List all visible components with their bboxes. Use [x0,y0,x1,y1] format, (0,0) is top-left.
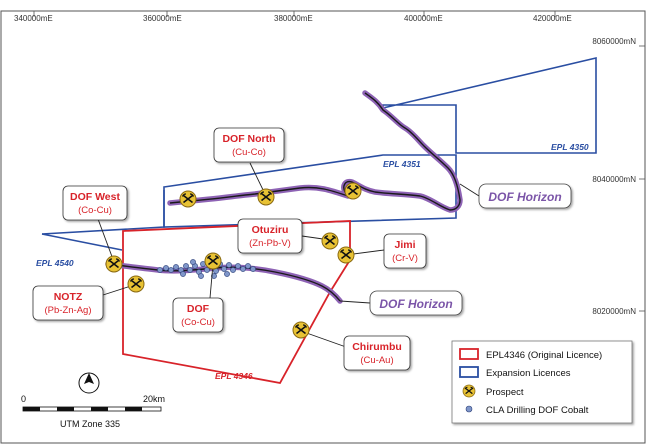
grid-ticks [33,11,645,312]
north-arrow: N [78,372,100,394]
legend-prospect-icon [462,384,476,398]
legend-swatch-original [459,348,479,360]
label-epl-4540: EPL 4540 [36,258,74,268]
callout-chirumbu: Chirumbu (Cu-Au) [343,335,411,371]
grid-label-y-1: 8060000mN [592,37,636,46]
callout-dof-west-title: DOF West [70,191,120,203]
grid-label-x-4: 400000mE [404,14,443,23]
callout-otuziru-title: Otuziru [252,224,289,236]
dof-horizon-upper-trace [167,90,463,213]
callout-otuziru: Otuziru (Zn-Pb-V) [237,218,303,254]
horizon-label-upper: DOF Horizon [478,183,572,209]
callout-jimi-sub: (Cr-V) [392,253,418,264]
map-frame [0,10,646,444]
prospect-jimi-icon [337,246,355,264]
callout-chirumbu-sub: (Cu-Au) [360,355,393,366]
prospect-dof-north-east-icon [344,182,362,200]
label-epl-4350: EPL 4350 [551,142,589,152]
callout-otuziru-sub: (Zn-Pb-V) [249,238,291,249]
callout-dof: DOF (Co-Cu) [172,297,224,333]
callout-notz: NOTZ (Pb-Zn-Ag) [32,285,104,321]
callout-dof-west-sub: (Co-Cu) [78,205,112,216]
callout-jimi: Jimi (Cr-V) [383,233,427,269]
epl-4350-boundary [382,56,597,154]
grid-label-y-3: 8020000mN [592,307,636,316]
legend-label-prospect: Prospect [486,387,524,398]
callout-notz-title: NOTZ [54,291,83,303]
legend: EPL4346 (Original Licence) Expansion Lic… [451,340,633,424]
dof-horizon-upper-core [169,92,461,211]
epl-4540-west-edge [41,233,123,251]
legend-label-drilling: CLA Drilling DOF Cobalt [486,405,589,416]
scale-zone-label: UTM Zone 335 [60,419,120,429]
prospect-dof-icon [204,252,222,270]
prospect-notz-icon [127,275,145,293]
label-epl-4351: EPL 4351 [383,159,421,169]
epl-4540-boundary [41,190,165,235]
callout-dof-north-sub: (Cu-Co) [232,147,266,158]
grid-label-y-2: 8040000mN [592,175,636,184]
north-arrow-letter: N [86,382,92,391]
prospect-dof-north-icon [179,190,197,208]
grid-label-x-3: 380000mE [274,14,313,23]
callout-dof-north-title: DOF North [222,133,275,145]
callout-chirumbu-title: Chirumbu [352,341,402,353]
cla-drilling-holes [157,259,256,279]
callout-dof-west: DOF West (Co-Cu) [62,185,128,221]
legend-label-original: EPL4346 (Original Licence) [486,350,602,361]
prospect-chirumbu-icon [292,321,310,339]
scale-start-label: 0 [21,394,26,404]
label-epl-4346: EPL 4346 [215,371,253,381]
grid-label-x-5: 420000mE [533,14,572,23]
callout-dof-title: DOF [187,303,210,315]
epl-4346-boundary [122,220,351,385]
grid-label-x-2: 360000mE [143,14,182,23]
horizon-label-lower: DOF Horizon [369,290,463,316]
horizon-label-lower-text: DOF Horizon [379,297,452,311]
legend-drill-icon [465,405,473,413]
legend-swatch-expansion [459,366,479,378]
legend-label-expansion: Expansion Licences [486,368,571,379]
callout-jimi-title: Jimi [394,239,415,251]
grid-label-x-1: 340000mE [14,14,53,23]
prospect-dof-west-icon [105,255,123,273]
prospect-otuziru-icon [321,232,339,250]
scale-end-label: 20km [143,394,165,404]
callout-dof-sub: (Co-Cu) [181,317,215,328]
callout-dof-north: DOF North (Cu-Co) [213,127,285,163]
scale-bar: 0 20km UTM Zone 335 [21,394,165,429]
callout-notz-sub: (Pb-Zn-Ag) [45,305,92,316]
horizon-label-upper-text: DOF Horizon [488,190,561,204]
prospect-dof-north-icon [257,188,275,206]
